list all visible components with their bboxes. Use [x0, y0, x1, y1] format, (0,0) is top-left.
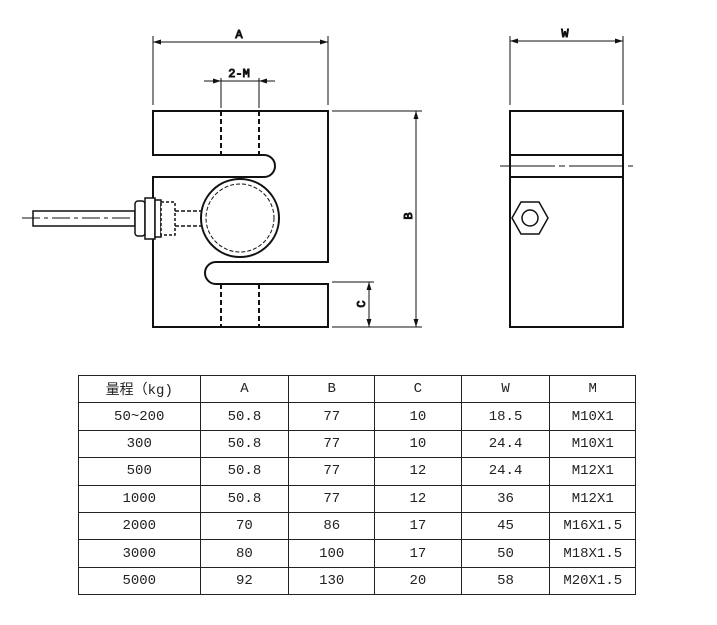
table-cell: 24.4 [460, 457, 551, 486]
table-cell: 2000 [78, 511, 201, 541]
table-cell: 50.8 [199, 484, 290, 513]
table-cell: 12 [374, 484, 462, 513]
table-cell: 86 [288, 511, 376, 541]
column-header: A [199, 374, 290, 404]
table-cell: 77 [288, 429, 376, 459]
column-header: M [549, 374, 636, 404]
cable-gland [22, 197, 201, 240]
table-cell: 12 [374, 457, 462, 486]
dim-label-b: B [402, 212, 416, 219]
table-cell: M10X1 [549, 402, 636, 431]
column-header: W [460, 374, 551, 404]
table-cell: 10 [374, 402, 462, 431]
dimension-arrows [153, 38, 623, 327]
dim-label-c: C [355, 300, 369, 307]
table-cell: 100 [288, 539, 376, 568]
table-cell: 17 [374, 511, 462, 541]
table-cell: 70 [199, 511, 290, 541]
table-cell: 50.8 [199, 429, 290, 459]
table-cell: 130 [288, 566, 376, 596]
table-cell: 50.8 [199, 457, 290, 486]
table-cell: 80 [199, 539, 290, 568]
table-cell: 17 [374, 539, 462, 568]
dim-label-2m: 2-M [228, 67, 250, 81]
table-cell: 50 [460, 539, 551, 568]
table-cell: M16X1.5 [549, 511, 636, 541]
dim-label-w: W [561, 27, 569, 41]
table-cell: 36 [460, 484, 551, 513]
column-header: C [374, 374, 462, 404]
column-header: 量程（kg) [78, 374, 201, 404]
table-cell: 500 [78, 457, 201, 486]
dim-label-a: A [235, 28, 243, 42]
thread-holes-hidden-lines [220, 111, 260, 327]
table-cell: 10 [374, 429, 462, 459]
table-cell: 24.4 [460, 429, 551, 459]
table-cell: M20X1.5 [549, 566, 636, 596]
load-cell-drawing: A 2-M B C W [22, 27, 633, 328]
table-cell: 77 [288, 457, 376, 486]
table-cell: 92 [199, 566, 290, 596]
table-cell: 1000 [78, 484, 201, 513]
table-cell: 5000 [78, 566, 201, 596]
table-cell: 18.5 [460, 402, 551, 431]
side-view [500, 110, 633, 328]
table-cell: 77 [288, 402, 376, 431]
table-cell: M18X1.5 [549, 539, 636, 568]
table-cell: 20 [374, 566, 462, 596]
front-view [152, 110, 329, 328]
table-cell: 50.8 [199, 402, 290, 431]
table-cell: 58 [460, 566, 551, 596]
table-cell: 300 [78, 429, 201, 459]
table-cell: M10X1 [549, 429, 636, 459]
column-header: B [288, 374, 376, 404]
table-cell: M12X1 [549, 457, 636, 486]
table-cell: 77 [288, 484, 376, 513]
table-cell: 3000 [78, 539, 201, 568]
table-cell: 45 [460, 511, 551, 541]
table-cell: 50~200 [78, 402, 201, 431]
table-cell: M12X1 [549, 484, 636, 513]
